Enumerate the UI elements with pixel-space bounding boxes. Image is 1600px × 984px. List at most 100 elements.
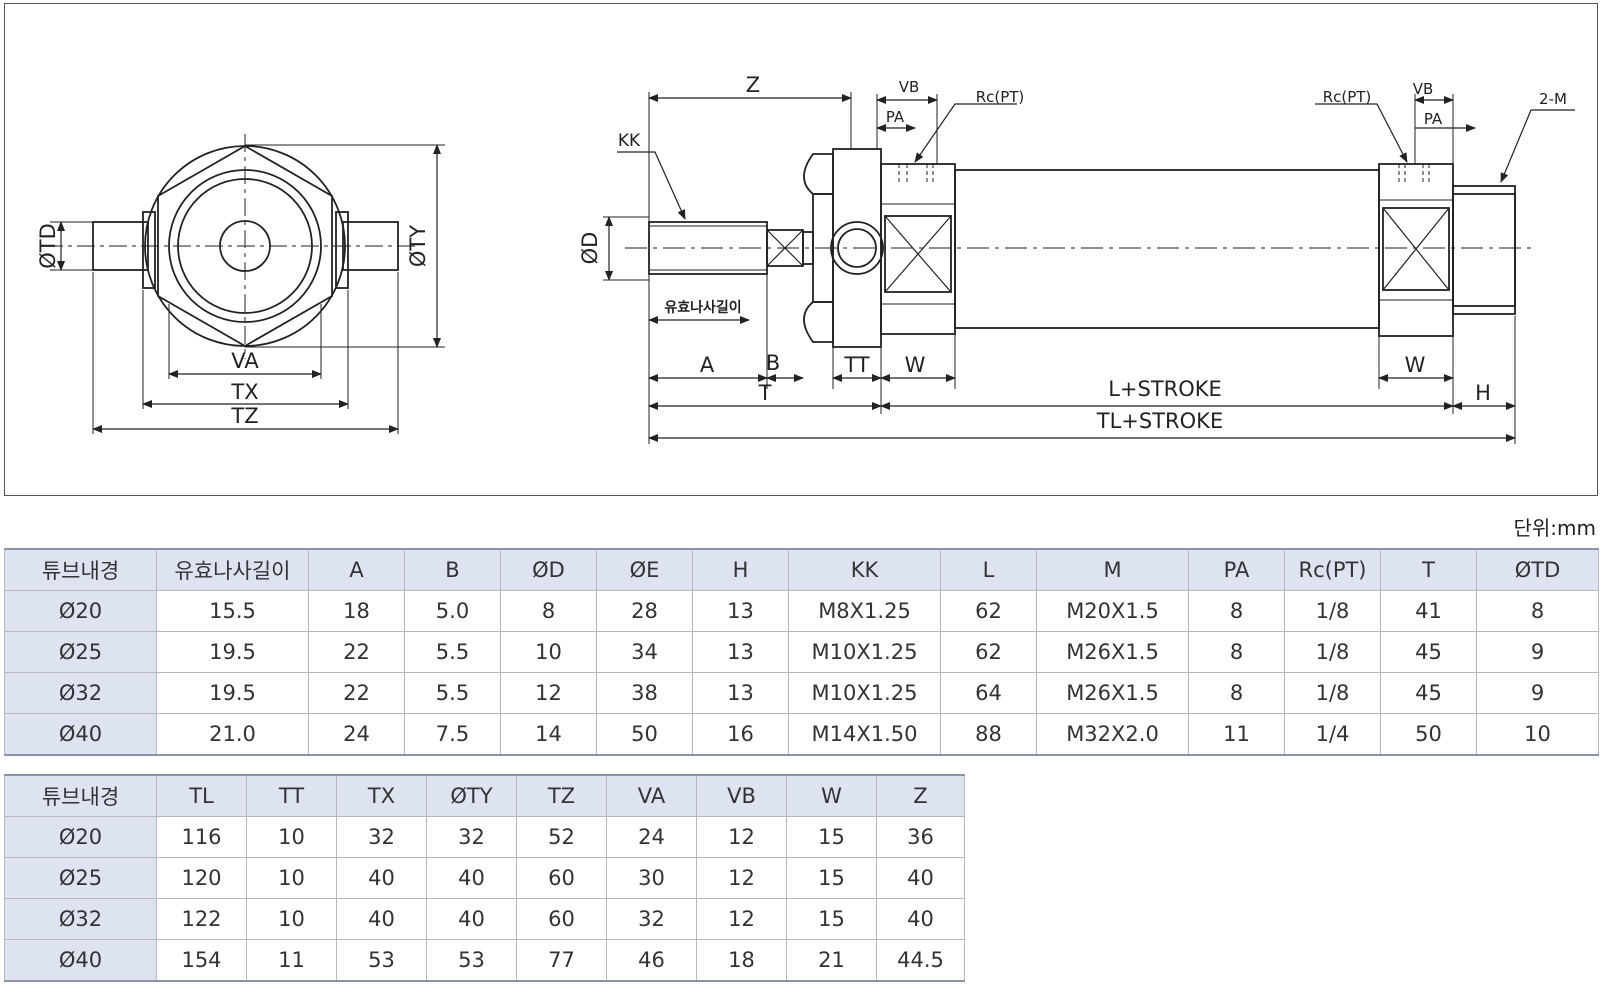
column-header: A [308, 548, 405, 591]
column-header: B [404, 548, 501, 591]
table-cell: 10 [500, 631, 597, 673]
table-cell: M10X1.25 [788, 631, 941, 673]
column-header: VA [606, 774, 697, 817]
table-cell: 13 [692, 631, 789, 673]
column-header: ØTY [426, 774, 517, 817]
table-cell: M14X1.50 [788, 713, 941, 756]
column-header: ØE [596, 548, 693, 591]
table-cell: 16 [692, 713, 789, 756]
table-cell: 40 [876, 898, 965, 940]
table-cell: M32X2.0 [1036, 713, 1189, 756]
table-cell: 13 [692, 672, 789, 714]
table-cell: 120 [156, 857, 247, 899]
t-label: T [758, 381, 772, 405]
table-cell: 122 [156, 898, 247, 940]
table-cell: 36 [876, 816, 965, 858]
tube-size-cell: Ø40 [4, 713, 157, 756]
table-cell: 24 [308, 713, 405, 756]
table-cell: 21.0 [156, 713, 309, 756]
table-cell: 8 [500, 590, 597, 632]
table-cell: 5.5 [404, 631, 501, 673]
technical-drawing: ØTD ØTY VA TX TZ Z KK ØD 유효나사길이 A B T TT… [4, 3, 1598, 496]
table-cell: 154 [156, 939, 247, 982]
h-label: H [1475, 381, 1491, 405]
l-stroke-label: L+STROKE [1108, 377, 1222, 401]
table-cell: 19.5 [156, 672, 309, 714]
tl-stroke-label: TL+STROKE [1096, 409, 1223, 433]
table-cell: 45 [1380, 672, 1477, 714]
rc-left-label: Rc(PT) [976, 88, 1025, 106]
tube-size-cell: Ø20 [4, 816, 157, 858]
table-cell: 12 [696, 816, 787, 858]
table-cell: 116 [156, 816, 247, 858]
tube-size-cell: Ø25 [4, 857, 157, 899]
table-cell: 7.5 [404, 713, 501, 756]
table-cell: 11 [1188, 713, 1285, 756]
table-cell: 12 [500, 672, 597, 714]
table-cell: 32 [606, 898, 697, 940]
table-cell: 8 [1476, 590, 1599, 632]
tube-size-cell: Ø32 [4, 672, 157, 714]
table-cell: 5.5 [404, 672, 501, 714]
column-header: 튜브내경 [4, 548, 157, 591]
cylinder-drawing: ØTD ØTY VA TX TZ Z KK ØD 유효나사길이 A B T TT… [36, 73, 1575, 444]
table-cell: 9 [1476, 631, 1599, 673]
tx-label: TX [230, 380, 258, 404]
table-cell: 18 [696, 939, 787, 982]
column-header: H [692, 548, 789, 591]
table-cell: 8 [1188, 672, 1285, 714]
table-cell: 8 [1188, 590, 1285, 632]
table-cell: M26X1.5 [1036, 631, 1189, 673]
table-cell: 1/8 [1284, 631, 1381, 673]
table-cell: 19.5 [156, 631, 309, 673]
table-cell: 38 [596, 672, 693, 714]
column-header: KK [788, 548, 941, 591]
table-cell: 50 [1380, 713, 1477, 756]
table-cell: 10 [246, 898, 337, 940]
column-header: TT [246, 774, 337, 817]
table-cell: 40 [426, 857, 517, 899]
table-cell: 50 [596, 713, 693, 756]
thread-length-label: 유효나사길이 [664, 299, 741, 316]
column-header: Rc(PT) [1284, 548, 1381, 591]
table-cell: 41 [1380, 590, 1477, 632]
table-cell: 28 [596, 590, 693, 632]
table-cell: 1/4 [1284, 713, 1381, 756]
td-label: ØTD [36, 223, 60, 269]
a-label: A [700, 353, 715, 377]
side-view [603, 92, 1535, 444]
unit-label: 단위:mm [1513, 516, 1596, 540]
z-label: Z [746, 73, 760, 97]
table-cell: 22 [308, 631, 405, 673]
pa-right-label: PA [1424, 110, 1443, 128]
table-cell: 40 [336, 898, 427, 940]
table-cell: 45 [1380, 631, 1477, 673]
table-cell: 40 [336, 857, 427, 899]
va-label: VA [231, 349, 259, 373]
table-cell: 40 [426, 898, 517, 940]
vb-left-label: VB [899, 78, 920, 96]
table-cell: 60 [516, 857, 607, 899]
tz-label: TZ [230, 404, 258, 428]
table-cell: 1/8 [1284, 672, 1381, 714]
table-cell: 64 [940, 672, 1037, 714]
table-cell: 11 [246, 939, 337, 982]
table-cell: 60 [516, 898, 607, 940]
table-cell: 21 [786, 939, 877, 982]
tube-size-cell: Ø40 [4, 939, 157, 982]
table-cell: 53 [336, 939, 427, 982]
table-cell: 1/8 [1284, 590, 1381, 632]
table-cell: 10 [246, 857, 337, 899]
table-cell: 22 [308, 672, 405, 714]
m-label: 2-M [1539, 90, 1567, 108]
ty-label: ØTY [406, 225, 430, 267]
table-cell: M20X1.5 [1036, 590, 1189, 632]
